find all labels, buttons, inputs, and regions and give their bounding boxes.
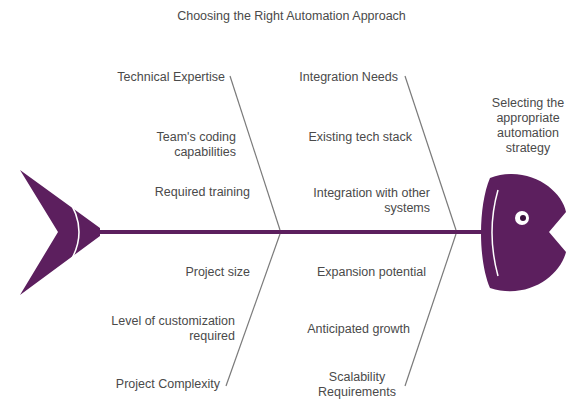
rib-line — [405, 234, 456, 386]
cause-label: Expansion potential — [290, 265, 426, 280]
fish-tail — [20, 170, 100, 295]
cause-label: Required training — [130, 185, 250, 200]
gill-line — [492, 190, 498, 276]
effect-label: Selecting the appropriate automation str… — [482, 96, 574, 156]
rib-line — [230, 76, 280, 230]
category-label: Integration Needs — [280, 70, 398, 85]
cause-label: Integration with other systems — [290, 186, 430, 216]
cause-label: Anticipated growth — [290, 322, 410, 337]
category-label: Technical Expertise — [100, 70, 225, 85]
category-label: Project Complexity — [90, 377, 220, 392]
cause-label: Project size — [150, 265, 250, 280]
fish-pupil — [520, 215, 526, 221]
fish-eye — [515, 211, 529, 225]
diagram-title: Choosing the Right Automation Approach — [0, 9, 583, 23]
cause-label: Existing tech stack — [290, 130, 412, 145]
category-label: Scalability Requirements — [312, 370, 402, 400]
tail-highlight — [66, 196, 79, 268]
cause-label: Level of customization required — [95, 314, 235, 344]
rib-line — [226, 234, 280, 386]
cause-label: Team's coding capabilities — [130, 130, 236, 160]
fish-head — [481, 174, 566, 291]
fish-spine — [98, 230, 492, 234]
